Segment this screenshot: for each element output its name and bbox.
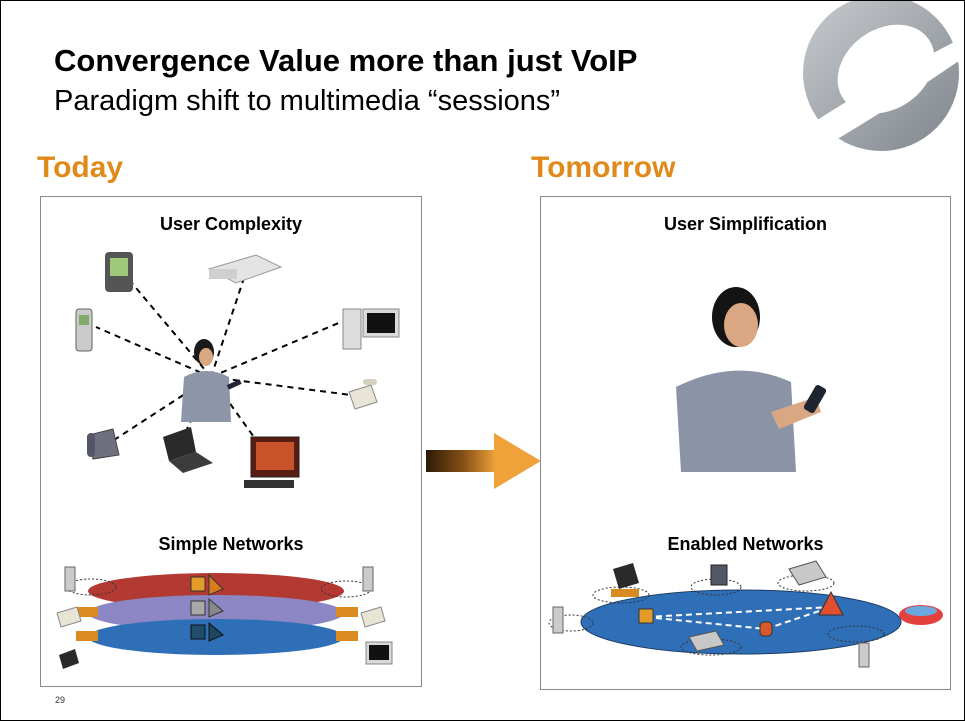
game-console-icon	[207, 254, 283, 284]
laptop-connector	[611, 589, 639, 597]
tablet-small-icon	[788, 560, 827, 586]
network-links	[645, 606, 832, 630]
enabled-networks-label: Enabled Networks	[667, 534, 824, 554]
server-cluster-icon-3	[190, 621, 224, 642]
page-number: 29	[55, 695, 66, 705]
database-cylinder-icon	[759, 621, 773, 637]
desk-phone-small-icon-right	[360, 606, 386, 628]
today-panel: User Complexity	[40, 196, 422, 705]
network-connectors	[76, 607, 358, 641]
desk-phone-icon	[348, 379, 378, 410]
desktop-computer-icon	[342, 308, 400, 350]
desk-phone-small-icon	[56, 606, 82, 628]
user-complexity-label: User Complexity	[159, 214, 303, 234]
pda-small-icon	[710, 564, 728, 586]
device-rings	[548, 574, 885, 656]
simple-networks-diagram	[56, 566, 393, 669]
webcam-small-icon	[688, 630, 725, 652]
laptop-small-icon	[613, 563, 639, 589]
company-logo-globe	[801, 1, 964, 151]
ip-phone-icon	[87, 428, 120, 460]
server-cluster-icon-1	[190, 573, 224, 596]
slide-subtitle: Paradigm shift to multimedia “sessions”	[54, 85, 561, 117]
laptop-small-icon	[59, 649, 79, 669]
desktop-small-icon-right	[365, 641, 393, 665]
tomorrow-heading: Tomorrow	[531, 151, 676, 184]
mobile-phone-icon	[75, 308, 93, 352]
mobile-phone-small-icon	[552, 606, 564, 634]
unified-network	[580, 589, 902, 655]
pda-icon	[105, 252, 133, 292]
mobile-phone-small-icon-right	[858, 642, 870, 668]
mobile-phone-small-icon	[64, 566, 76, 592]
simple-networks-label: Simple Networks	[158, 534, 304, 554]
mobile-phone-small-icon-right	[362, 566, 374, 592]
tomorrow-panel: User Simplification Enabled Networks	[540, 196, 951, 690]
television-icon	[244, 436, 300, 488]
person-icon	[181, 339, 242, 422]
today-heading: Today	[37, 151, 124, 184]
enabled-networks-diagram	[548, 560, 943, 668]
server-cluster-icon-2	[190, 597, 224, 618]
user-simplification-label: User Simplification	[663, 214, 828, 234]
right-arrow-icon	[426, 433, 541, 489]
colorful-disc-icon	[899, 605, 943, 625]
laptop-icon	[163, 427, 213, 473]
router-pyramid-icon	[818, 590, 844, 616]
server-cube-icon	[638, 608, 654, 624]
user-simplification-illustration	[676, 287, 827, 472]
person-with-pda-icon	[676, 287, 827, 472]
slide-title: Convergence Value more than just VoIP	[54, 43, 638, 78]
user-complexity-diagram	[75, 252, 400, 488]
